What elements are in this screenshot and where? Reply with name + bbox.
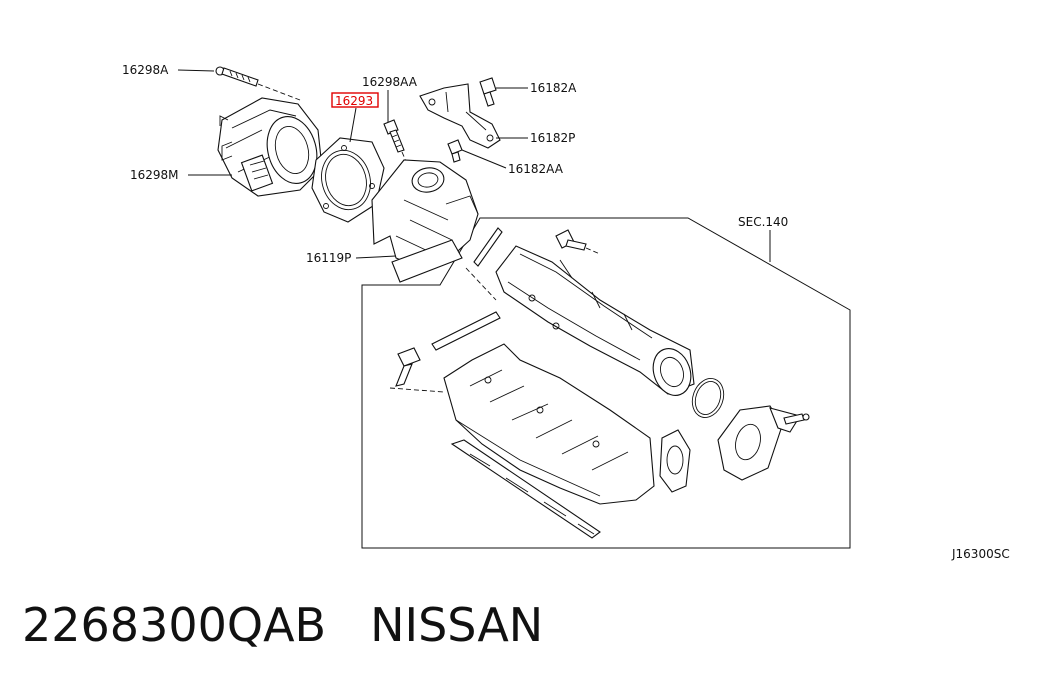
bolt-sec-top <box>555 229 601 255</box>
label-16293: 16293 <box>335 94 373 108</box>
egr-tube <box>473 227 695 396</box>
caption-part-number: 2268300QAB <box>22 598 327 652</box>
gasket-plate <box>659 429 691 493</box>
highlight-box-16293 <box>331 92 379 108</box>
label-16182aa: 16182AA <box>508 162 564 176</box>
bracket-16182p <box>419 83 501 149</box>
label-diagram-code: J16300SC <box>951 547 1010 561</box>
leader-16119p <box>355 255 397 259</box>
label-sec-140: SEC.140 <box>738 215 788 229</box>
label-16298aa: 16298AA <box>362 75 418 89</box>
bolt-16182a <box>479 77 497 107</box>
bolt-16182aa <box>447 139 463 163</box>
adapter-16119p <box>371 159 479 283</box>
leader-16293 <box>349 107 357 143</box>
caption: 2268300QAB NISSAN <box>22 598 543 652</box>
guide-line-1 <box>465 267 497 301</box>
throttle-body <box>217 97 323 197</box>
bolt-16298aa <box>383 119 413 176</box>
bolt-16298a <box>215 66 301 101</box>
parts-diagram: 16298A 16298M 16293 16298AA <box>122 63 1010 561</box>
leader-16298a <box>177 69 215 72</box>
leader-16182aa <box>461 149 507 169</box>
label-16182p: 16182P <box>530 131 575 145</box>
label-16119p: 16119P <box>306 251 351 265</box>
caption-brand: NISSAN <box>370 598 544 652</box>
label-16182a: 16182A <box>530 81 577 95</box>
label-16298a: 16298A <box>122 63 169 77</box>
o-ring <box>691 378 725 418</box>
section-frame <box>361 217 851 549</box>
bolt-sec-left <box>389 347 445 393</box>
manifold-gasket <box>450 439 601 539</box>
intake-manifold <box>431 311 655 505</box>
bolt-sec-right <box>783 413 810 425</box>
label-16298m: 16298M <box>130 168 179 182</box>
